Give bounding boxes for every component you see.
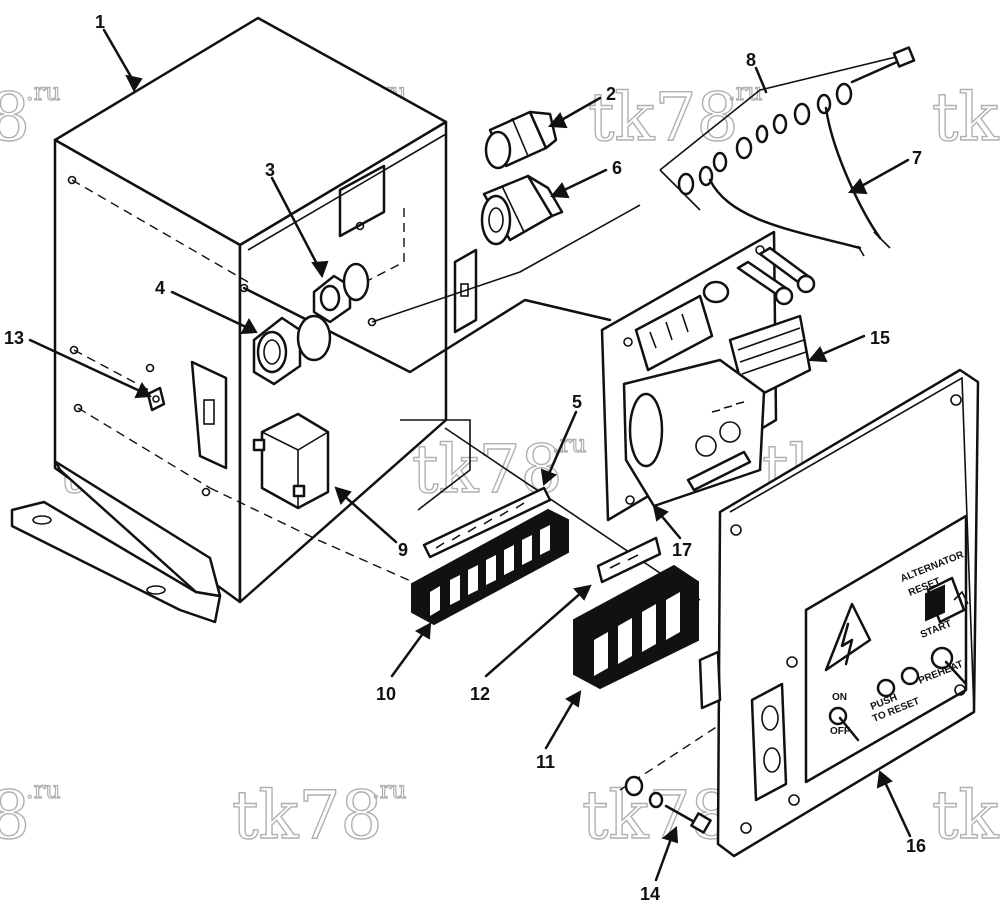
leader-12 <box>484 584 592 678</box>
leader-2 <box>547 96 602 129</box>
leader-11 <box>544 690 582 750</box>
leader-10 <box>390 622 432 678</box>
leader-arrows <box>28 28 912 882</box>
watermark-text: tk <box>932 79 1000 156</box>
marker-strip-12 <box>596 536 662 584</box>
callout-4: 4 <box>155 278 165 298</box>
callout-3: 3 <box>265 160 275 180</box>
leader-4 <box>170 290 258 335</box>
callout-17: 17 <box>672 540 692 560</box>
mounting-bracket <box>10 460 222 624</box>
leader-7 <box>847 158 910 195</box>
leader-13 <box>28 338 152 399</box>
screw-14 <box>624 775 712 834</box>
callout-1: 1 <box>95 12 105 32</box>
callout-8: 8 <box>746 50 756 70</box>
control-panel: ALTERNATOR RESET START PREHEAT PUSH TO R… <box>698 368 980 858</box>
leader-3 <box>270 176 329 279</box>
callout-numbers: 1 2 3 4 5 6 7 8 9 10 11 12 13 14 15 16 1… <box>4 12 926 904</box>
cable-gland <box>480 174 564 246</box>
watermark-text: 8 <box>0 79 30 156</box>
leader-6 <box>549 168 608 199</box>
label-on: ON <box>832 692 847 703</box>
cable-fitting <box>484 110 558 170</box>
watermark-text: tk78 <box>582 777 733 854</box>
callout-12: 12 <box>470 684 490 704</box>
callout-16: 16 <box>906 836 926 856</box>
callout-14: 14 <box>640 884 660 904</box>
callout-13: 13 <box>4 328 24 348</box>
terminal-block-11[interactable] <box>573 564 699 690</box>
leader-16 <box>876 770 912 838</box>
leader-15 <box>807 334 866 363</box>
callout-7: 7 <box>912 148 922 168</box>
nut-4 <box>252 314 332 386</box>
callout-6: 6 <box>612 158 622 178</box>
leader-1 <box>102 28 143 93</box>
leader-5 <box>540 410 578 486</box>
callout-15: 15 <box>870 328 890 348</box>
leader-17 <box>652 504 682 540</box>
marker-strip-5 <box>422 486 552 559</box>
leader-9 <box>334 486 398 544</box>
callout-10: 10 <box>376 684 396 704</box>
watermark-text: 8 <box>0 777 30 854</box>
watermark-text: tk78 <box>232 777 383 854</box>
leader-14 <box>654 825 679 882</box>
clip <box>146 386 166 412</box>
relay-module <box>252 412 330 510</box>
ground-wire <box>708 106 891 257</box>
label-off: OFF <box>830 726 850 737</box>
nut-3 <box>312 262 370 324</box>
callout-5: 5 <box>572 392 582 412</box>
callout-2: 2 <box>606 84 616 104</box>
watermark-sup: .ru <box>26 78 61 106</box>
screw-washer-stack <box>659 46 916 211</box>
component-plate <box>600 230 816 522</box>
watermark-text: tk <box>932 777 1000 854</box>
terminal-block-10[interactable] <box>411 508 569 626</box>
watermark-sup: .ru <box>26 776 61 804</box>
watermark-sup: .ru <box>372 776 407 804</box>
callout-9: 9 <box>398 540 408 560</box>
enclosure-box <box>53 16 478 604</box>
watermark-text: tk78 <box>588 79 739 156</box>
leader-8 <box>754 66 768 94</box>
callout-11: 11 <box>536 752 555 772</box>
